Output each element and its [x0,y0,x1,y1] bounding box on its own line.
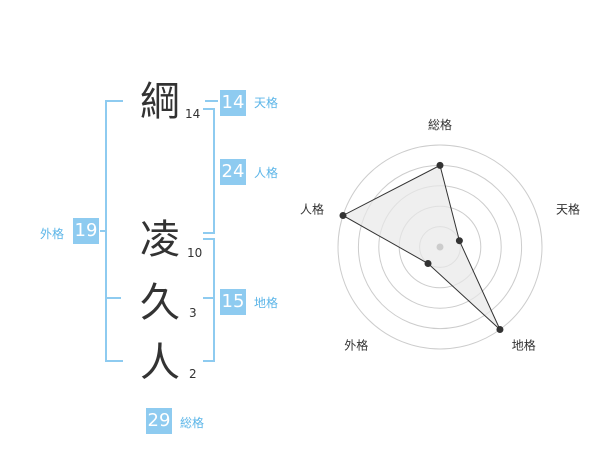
radar-point-3 [496,326,504,334]
name-char-3: 久 [140,280,180,326]
total-label: 総格 [180,416,205,430]
jin-bracket [203,108,215,234]
gai-bracket [105,100,123,362]
chi-bracket [203,238,215,362]
gai-label: 外格 [40,227,65,241]
ten-value-badge: 14 [220,90,246,116]
chi-value-badge: 15 [220,289,246,315]
name-char-2: 凌 [140,217,180,263]
stroke-count-1: 14 [185,107,201,121]
radar-axis-label-1: 総格 [428,117,452,132]
gai-bracket-connector [100,230,105,232]
radar-axis-label-5: 人格 [300,201,324,216]
stroke-count-4: 2 [189,367,197,381]
stroke-count-2: 10 [187,246,203,260]
radar-axis-label-3: 地格 [512,338,536,353]
radar-point-5 [339,211,347,219]
jin-label: 人格 [254,166,279,180]
radar-point-2 [455,237,463,245]
ten-label: 天格 [254,96,279,110]
chi-label: 地格 [254,296,279,310]
chi-bracket-mid-tick [203,297,213,299]
name-char-4: 人 [140,340,180,386]
radar-axis-label-2: 天格 [556,201,580,216]
gai-value-badge: 19 [73,218,99,244]
radar-ring [337,144,543,350]
jin-value-badge: 24 [220,159,246,185]
radar-area [341,164,501,330]
radar-point-1 [436,161,444,169]
radar-axis-label-4: 外格 [344,338,368,353]
radar-center-dot [436,243,444,251]
stroke-count-3: 3 [189,306,197,320]
name-char-1: 綱 [140,79,180,125]
ten-bracket [205,100,218,102]
total-value-badge: 29 [146,408,172,434]
radar-point-4 [424,260,432,268]
gai-bracket-mid-tick [105,297,121,299]
